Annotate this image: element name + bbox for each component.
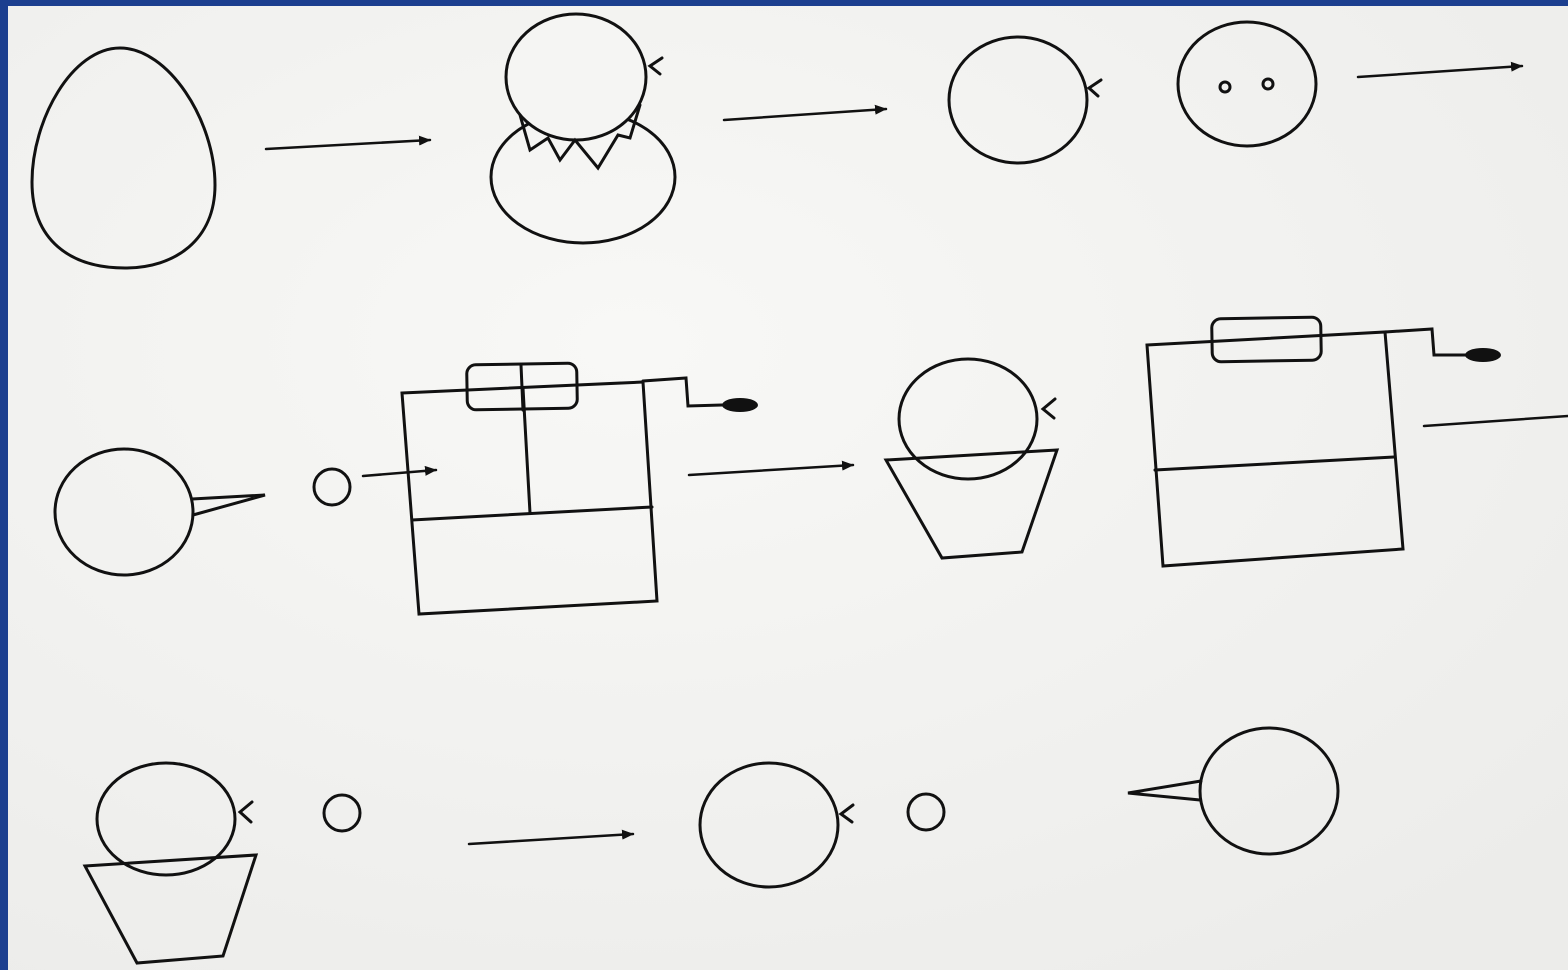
drawing-canvas <box>8 6 1568 970</box>
paper-background <box>8 6 1568 970</box>
plug <box>722 398 758 412</box>
plug <box>1465 348 1501 362</box>
diagram-paper <box>8 6 1568 970</box>
